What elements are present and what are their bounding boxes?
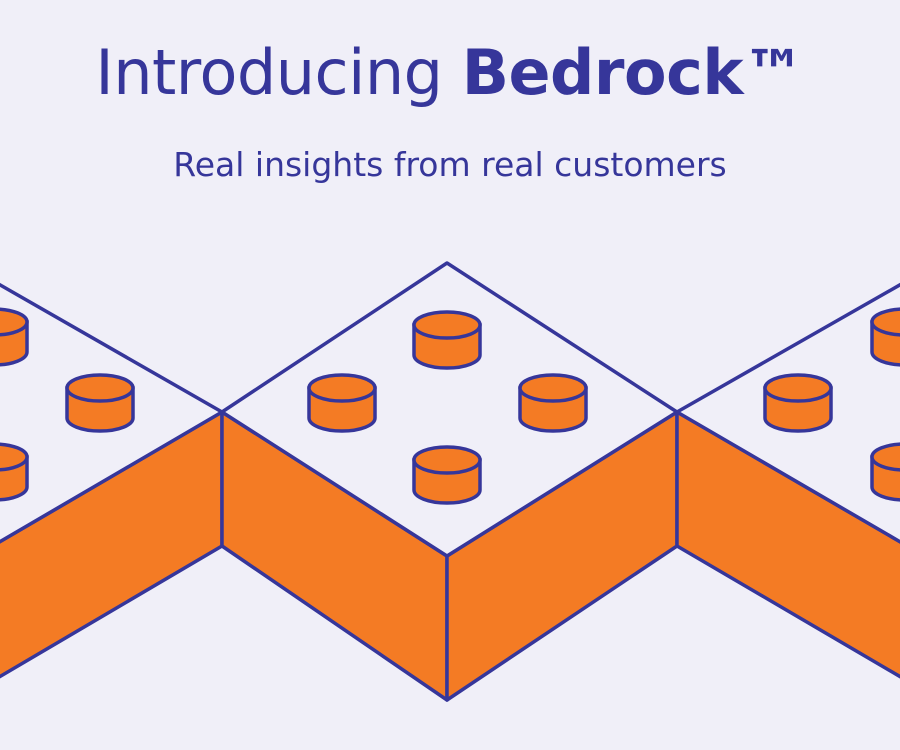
brick-stud xyxy=(412,310,482,370)
brick-stud xyxy=(763,373,833,433)
brick-studs xyxy=(0,307,900,505)
brick-stud xyxy=(0,307,29,367)
tagline: Real insights from real customers xyxy=(173,145,727,184)
brand-name: Bedrock™ xyxy=(461,36,805,109)
brick-stud xyxy=(870,307,900,367)
headline: Introducing Bedrock™ xyxy=(0,30,900,116)
brick-stud xyxy=(518,373,588,433)
brick-top-center xyxy=(220,261,679,558)
brick-stud xyxy=(65,373,135,433)
brick-stud xyxy=(307,373,377,433)
brick-stud xyxy=(412,445,482,505)
headline-lead: Introducing xyxy=(95,36,443,109)
brick-stud xyxy=(870,442,900,502)
brick-stud xyxy=(0,442,29,502)
